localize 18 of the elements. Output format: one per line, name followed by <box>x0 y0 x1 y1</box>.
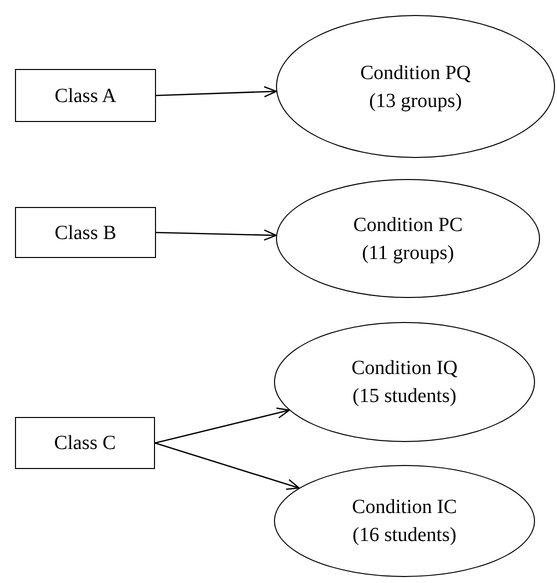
arrow <box>156 86 277 98</box>
arrow <box>156 229 277 241</box>
condition-name: Condition IC <box>352 495 457 520</box>
arrow <box>154 408 290 444</box>
class-label: Class B <box>54 220 116 246</box>
group-count: (16 students) <box>352 523 456 548</box>
condition-name: Condition PC <box>353 212 463 238</box>
group-count: (11 groups) <box>362 240 454 266</box>
class-box <box>15 69 156 122</box>
class-box <box>15 417 155 469</box>
group-count: (13 groups) <box>369 88 462 114</box>
arrow <box>154 442 300 490</box>
group-count: (15 students) <box>352 384 456 409</box>
class-box <box>15 207 156 258</box>
class-label: Class C <box>54 431 116 456</box>
condition-name: Condition IQ <box>351 356 458 381</box>
class-label: Class A <box>54 84 116 108</box>
condition-name: Condition PQ <box>360 60 471 86</box>
